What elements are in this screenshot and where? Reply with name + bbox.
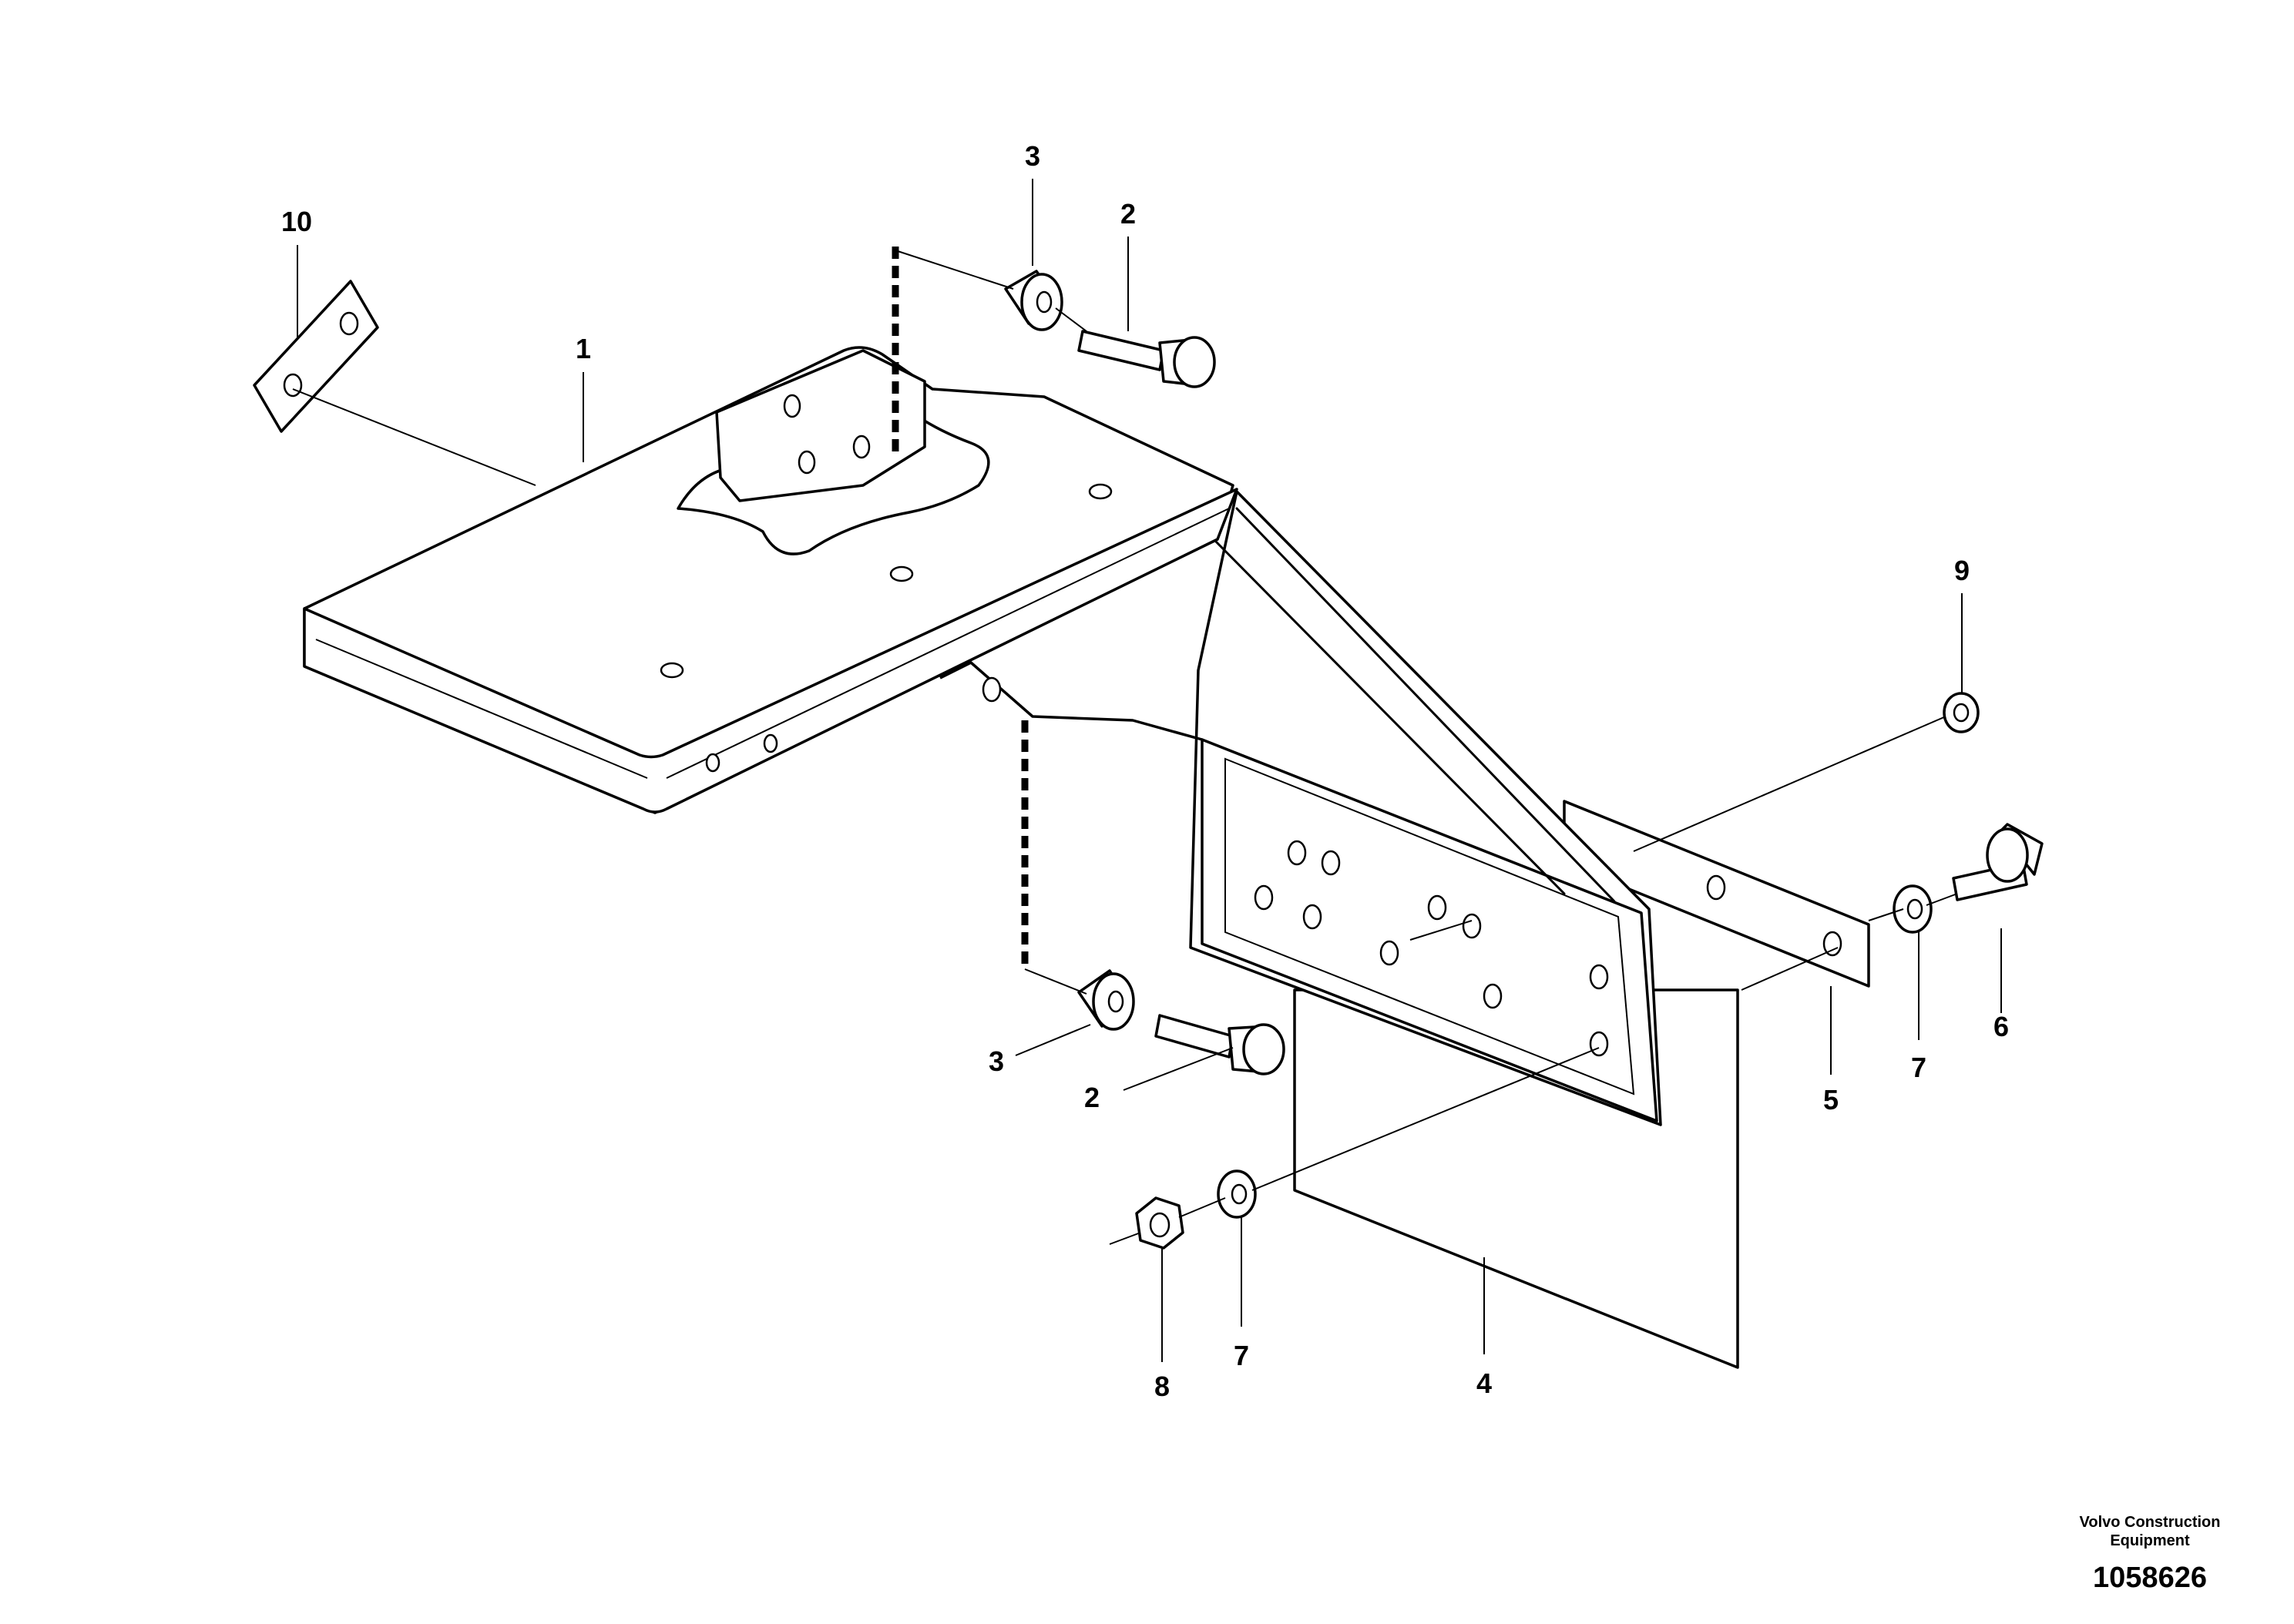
footer: Volvo Construction Equipment 1058626: [2080, 1514, 2221, 1594]
spacer-top: [1004, 270, 1063, 331]
bolt-right: [1952, 823, 2044, 901]
callout-2-bottom: 2: [1084, 1082, 1100, 1113]
leader-lines: [297, 179, 2002, 1362]
callout-8: 8: [1154, 1371, 1170, 1402]
callouts: 10 1 3 2 9 6 7 5 3 2 4 7 8: [281, 140, 2009, 1402]
nut-bottom: [1135, 1196, 1184, 1250]
callout-3-bottom: 3: [989, 1045, 1004, 1077]
callout-2-top: 2: [1120, 198, 1136, 230]
brand-line-1: Volvo Construction: [2080, 1514, 2221, 1531]
callout-4: 4: [1476, 1367, 1492, 1399]
callout-7-bottom: 7: [1234, 1340, 1249, 1371]
bolt-top: [1077, 330, 1216, 388]
spacer-bottom: [1077, 969, 1135, 1031]
bolt-bottom: [1154, 1014, 1285, 1075]
plate: [253, 280, 379, 433]
callout-1: 1: [576, 333, 591, 364]
callout-6: 6: [1993, 1011, 2009, 1042]
assembly-lines: [292, 250, 1958, 1245]
callout-9: 9: [1954, 555, 1970, 586]
brand-line-2: Equipment: [2110, 1532, 2190, 1549]
washer-bottom: [1217, 1169, 1257, 1219]
washer-right: [1893, 884, 1933, 934]
nut-right: [1943, 692, 1980, 733]
callout-7-right: 7: [1911, 1052, 1926, 1083]
callout-3-top: 3: [1025, 140, 1040, 172]
part-number: 1058626: [2093, 1562, 2207, 1594]
callout-5: 5: [1823, 1084, 1839, 1116]
bracket: [303, 346, 1662, 1126]
callout-10: 10: [281, 206, 312, 237]
